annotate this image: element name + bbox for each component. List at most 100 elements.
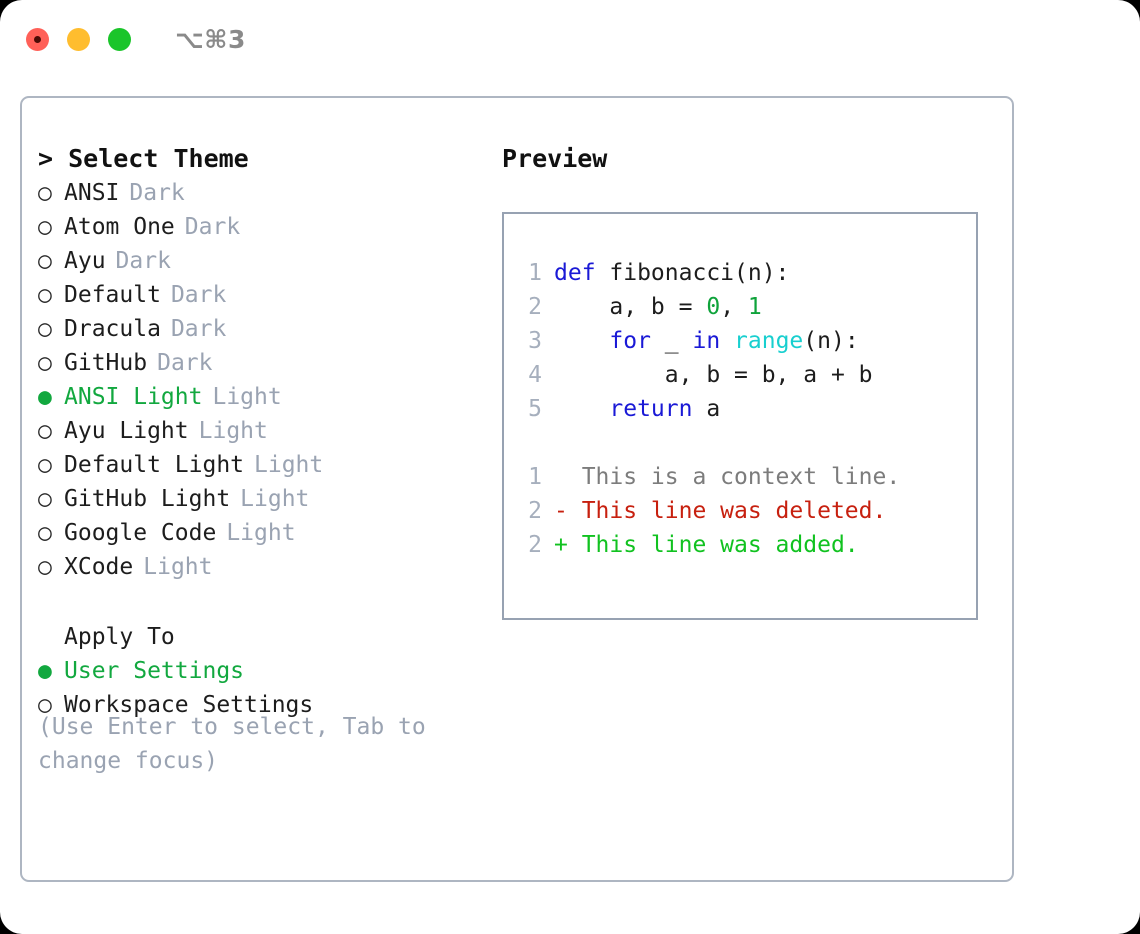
- theme-option-category-tag: Light: [226, 520, 296, 546]
- diff-line-delete: 2 - This line was deleted.: [504, 494, 976, 528]
- apply-to-option-list: ● User Settings ○ Workspace Settings: [38, 654, 498, 722]
- code-line-content: def fibonacci(n):: [554, 256, 789, 290]
- radio-unselected-icon[interactable]: ○: [38, 486, 52, 512]
- theme-option-category-tag: Dark: [129, 180, 185, 206]
- theme-option-label: Dracula: [64, 316, 161, 342]
- theme-option-7[interactable]: ○ Ayu Light Light: [38, 414, 498, 448]
- traffic-lights: [26, 27, 131, 51]
- diff-line-number: 2: [528, 532, 542, 558]
- theme-option-label: Default: [64, 282, 161, 308]
- theme-option-label: GitHub: [64, 350, 148, 376]
- diff-line-content: + This line was added.: [554, 532, 859, 558]
- code-line-number: 2: [528, 294, 542, 320]
- keyboard-hint-text: (Use Enter to select, Tab to change focu…: [38, 714, 426, 774]
- theme-option-label: Ayu Light: [64, 418, 189, 444]
- radio-unselected-icon[interactable]: ○: [38, 452, 52, 478]
- theme-option-category-tag: Light: [212, 384, 282, 410]
- radio-unselected-icon[interactable]: ○: [38, 282, 52, 308]
- diff-line-add: 2 + This line was added.: [504, 528, 976, 562]
- theme-option-9[interactable]: ○ GitHub Light Light: [38, 482, 498, 516]
- radio-unselected-icon[interactable]: ○: [38, 520, 52, 546]
- code-line: 1 def fibonacci(n):: [504, 256, 976, 290]
- diff-line-context: 1 This is a context line.: [504, 460, 976, 494]
- code-line-number: 1: [528, 260, 542, 286]
- code-line-number: 4: [528, 362, 542, 388]
- theme-option-label: ANSI Light: [64, 384, 203, 410]
- code-token-fn: range: [734, 328, 804, 354]
- code-token-plain: a, b = b, a + b: [554, 362, 873, 388]
- window-titlebar: ⌥⌘3: [0, 0, 1140, 78]
- code-line-number: 3: [528, 328, 542, 354]
- apply-option-label: User Settings: [64, 658, 245, 684]
- code-token-plain: _: [650, 328, 693, 354]
- apply-option-1[interactable]: ○ Workspace Settings: [38, 688, 498, 722]
- code-line: 2 a, b = 0, 1: [504, 290, 976, 324]
- code-token-plain: ,: [720, 294, 748, 320]
- code-line-number: 5: [528, 396, 542, 422]
- code-line-content: a, b = b, a + b: [554, 358, 873, 392]
- theme-option-label: GitHub Light: [64, 486, 231, 512]
- theme-option-3[interactable]: ○ Default Dark: [38, 278, 498, 312]
- theme-option-category-tag: Dark: [170, 282, 227, 308]
- code-line: 3 for _ in range(n):: [504, 324, 976, 358]
- section-spacer: [38, 584, 498, 620]
- diff-sample: 1 This is a context line. 2 - This line wa…: [504, 460, 976, 562]
- diff-line-number: 2: [528, 498, 542, 524]
- theme-option-label: Atom One: [64, 214, 175, 240]
- code-token-plain: a, b =: [554, 294, 707, 320]
- maximize-window-button[interactable]: [108, 27, 131, 51]
- apply-to-label: Apply To: [64, 624, 175, 650]
- radio-unselected-icon[interactable]: ○: [38, 418, 52, 444]
- radio-unselected-icon[interactable]: ○: [38, 214, 52, 240]
- code-token-plain: [554, 396, 609, 422]
- theme-option-0[interactable]: ○ ANSI Dark: [38, 176, 498, 210]
- theme-option-label: XCode: [64, 554, 134, 580]
- theme-option-category-tag: Light: [143, 554, 213, 580]
- code-token-plain: (n):: [803, 328, 859, 354]
- diff-line-number: 1: [528, 464, 542, 490]
- theme-option-label: Ayu: [64, 248, 106, 274]
- close-window-button[interactable]: [26, 27, 49, 51]
- code-line: 5 return a: [504, 392, 976, 426]
- code-token-num: 1: [747, 294, 762, 320]
- theme-option-label: ANSI: [64, 180, 120, 206]
- radio-selected-icon[interactable]: ●: [38, 658, 52, 684]
- code-token-kw: def: [554, 260, 596, 286]
- code-token-kw: return: [609, 396, 693, 422]
- radio-selected-icon[interactable]: ●: [38, 384, 52, 410]
- theme-option-category-tag: Light: [198, 418, 268, 444]
- apply-option-label: Workspace Settings: [64, 692, 314, 718]
- code-token-kw: in: [692, 328, 721, 354]
- diff-line-content: This is a context line.: [554, 464, 901, 490]
- code-line-content: return a: [554, 392, 720, 426]
- theme-option-2[interactable]: ○ Ayu Dark: [38, 244, 498, 278]
- radio-unselected-icon[interactable]: ○: [38, 554, 52, 580]
- radio-unselected-icon[interactable]: ○: [38, 350, 52, 376]
- code-token-plain: [720, 328, 734, 354]
- diff-line-content: - This line was deleted.: [554, 498, 887, 524]
- minimize-window-button[interactable]: [67, 27, 90, 51]
- theme-option-6[interactable]: ● ANSI Light Light: [38, 380, 498, 414]
- radio-unselected-icon[interactable]: ○: [38, 248, 52, 274]
- radio-unselected-icon[interactable]: ○: [38, 180, 52, 206]
- radio-unselected-icon[interactable]: ○: [38, 692, 52, 718]
- theme-option-category-tag: Dark: [115, 248, 171, 274]
- theme-option-5[interactable]: ○ GitHub Dark: [38, 346, 498, 380]
- window-title: ⌥⌘3: [175, 24, 246, 54]
- theme-option-11[interactable]: ○ XCode Light: [38, 550, 498, 584]
- theme-option-category-tag: Light: [254, 452, 324, 478]
- theme-option-category-tag: Light: [240, 486, 310, 512]
- apply-option-0[interactable]: ● User Settings: [38, 654, 498, 688]
- theme-option-category-tag: Dark: [157, 350, 213, 376]
- radio-unselected-icon[interactable]: ○: [38, 316, 52, 342]
